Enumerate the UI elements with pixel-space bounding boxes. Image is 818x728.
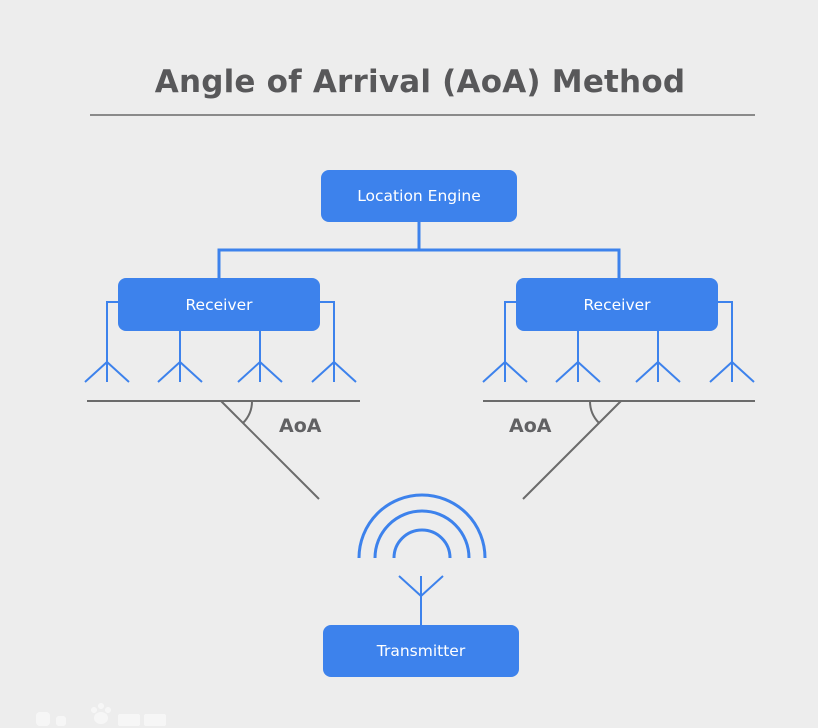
watermark-logo — [36, 703, 166, 726]
aoa-label-left: AoA — [279, 415, 322, 437]
transmitter-node: Transmitter — [323, 625, 519, 677]
antenna-icon — [482, 360, 528, 383]
antenna-icon — [555, 360, 601, 383]
right-baseline-angle — [483, 400, 755, 500]
left-antenna-array — [106, 301, 335, 362]
antenna-icon — [157, 360, 203, 383]
receiver-node-right: Receiver — [516, 278, 718, 331]
left-baseline-angle — [87, 400, 360, 500]
antenna-icon — [237, 360, 283, 383]
antenna-icon — [635, 360, 681, 383]
antenna-icon — [311, 360, 357, 383]
antenna-icon — [709, 360, 755, 383]
location-engine-node: Location Engine — [321, 170, 517, 222]
antenna-icon — [84, 360, 130, 383]
right-antenna-array — [504, 301, 733, 362]
diagram-title: Angle of Arrival (AoA) Method — [154, 64, 686, 100]
title-divider — [90, 114, 755, 116]
antenna-icon — [398, 575, 444, 625]
signal-waves-icon — [357, 493, 487, 559]
engine-connectors — [217, 220, 621, 280]
receiver-node-left: Receiver — [118, 278, 320, 331]
aoa-label-right: AoA — [509, 415, 552, 437]
